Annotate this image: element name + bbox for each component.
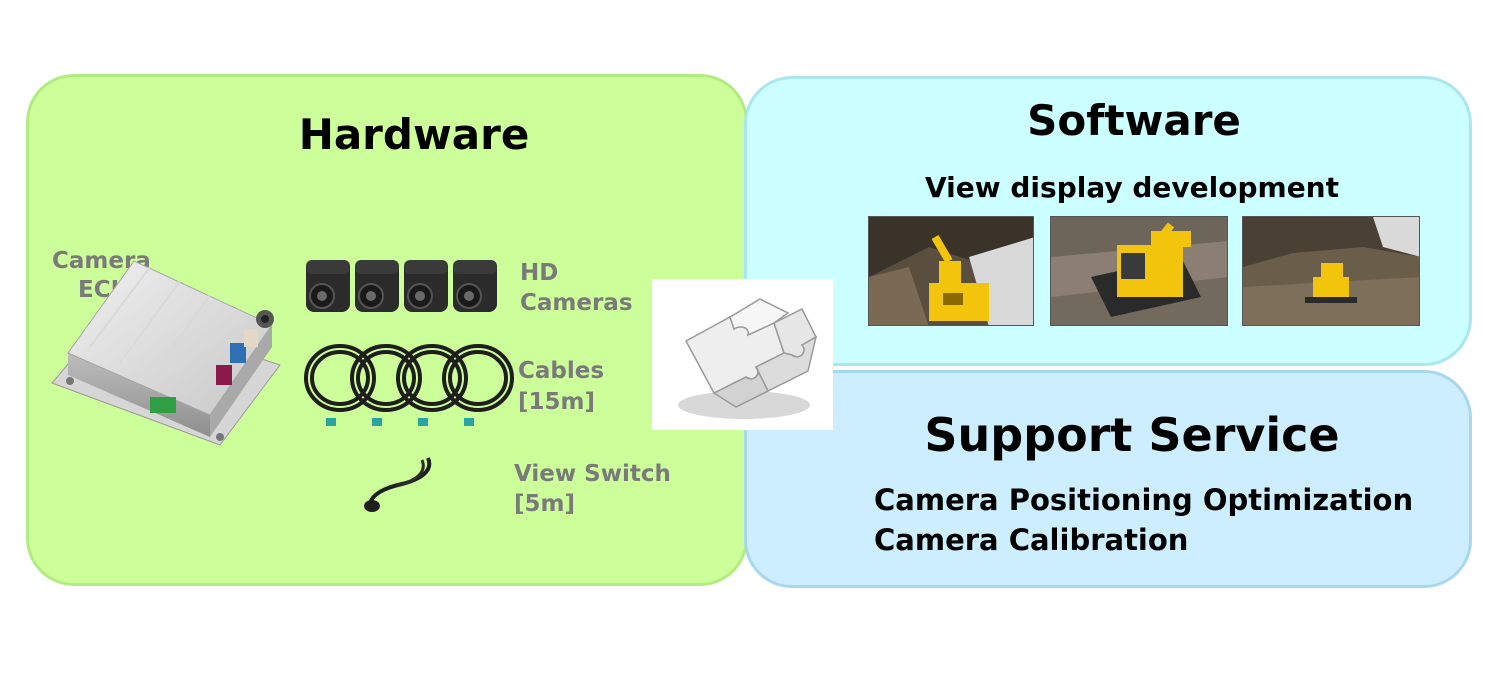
puzzle-icon	[652, 279, 833, 430]
software-title: Software	[1027, 96, 1241, 145]
cameras-label-line2: Cameras	[520, 290, 633, 316]
cables-label-line1: Cables	[518, 358, 605, 384]
cable-coil-icon	[304, 344, 514, 426]
support-item-calibration: Camera Calibration	[874, 523, 1189, 557]
hd-camera-icon	[306, 260, 497, 312]
excavator-view-icon	[868, 216, 1034, 326]
camera-ecu-icon	[51, 260, 281, 446]
cables-label-line2: [15m]	[518, 389, 595, 415]
view-switch-icon	[364, 457, 432, 512]
switch-label-line1: View Switch	[514, 461, 671, 487]
support-title: Support Service	[924, 408, 1340, 462]
excavator-view-icon	[1242, 216, 1420, 326]
hardware-title: Hardware	[298, 110, 530, 159]
switch-label-line2: [5m]	[514, 491, 575, 517]
software-subtitle: View display development	[925, 171, 1339, 204]
cameras-label-line1: HD	[520, 260, 559, 286]
support-item-positioning: Camera Positioning Optimization	[874, 483, 1414, 517]
support-panel	[744, 370, 1472, 588]
excavator-view-icon	[1050, 216, 1228, 326]
